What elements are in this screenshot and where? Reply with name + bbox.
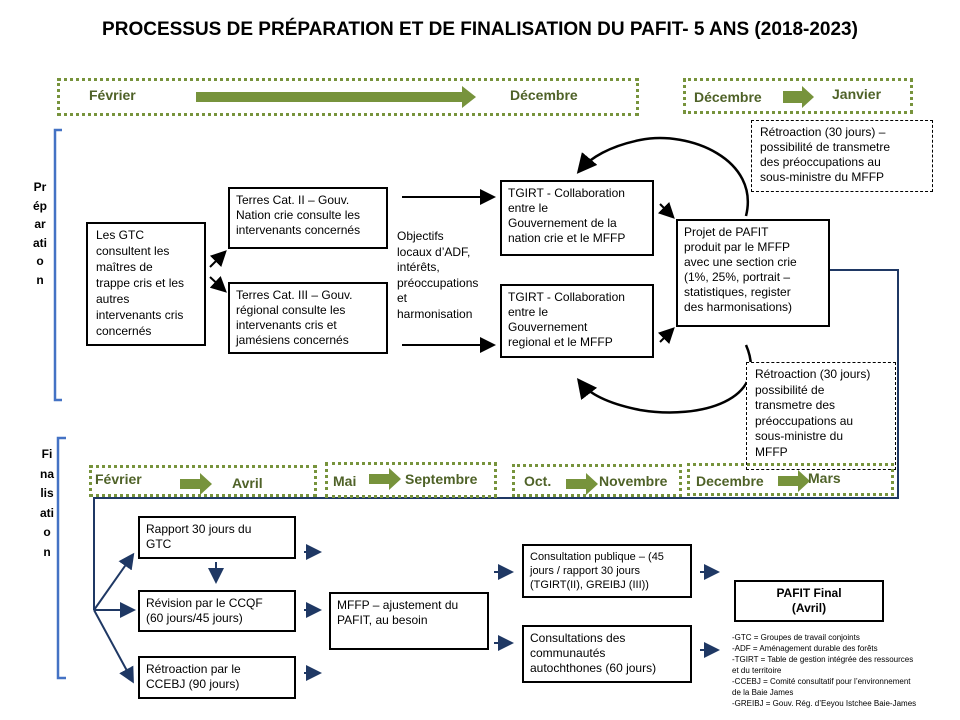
cat2-nation-crie-box: Terres Cat. II – Gouv. Nation crie consu… bbox=[228, 187, 388, 249]
timeline-band-fin4 bbox=[687, 463, 894, 496]
timeline-arrow-fin2 bbox=[369, 468, 401, 490]
timeline-arrow-main bbox=[196, 86, 476, 108]
finalisation-bracket bbox=[56, 436, 66, 680]
rapport-gtc-box: Rapport 30 jours du GTC bbox=[138, 516, 296, 559]
feedback-curve-top bbox=[576, 136, 750, 217]
timeline-side-start: Décembre bbox=[694, 89, 762, 105]
pafit-final-box: PAFIT Final (Avril) bbox=[734, 580, 884, 622]
page-title: PROCESSUS DE PRÉPARATION ET DE FINALISAT… bbox=[102, 19, 858, 40]
link-projet-to-finalisation bbox=[93, 269, 899, 610]
preparation-side-label: Préparation bbox=[33, 180, 48, 287]
consultation-publique-box: Consultation publique – (45 jours / rapp… bbox=[522, 544, 692, 598]
fan-to-retroaction bbox=[93, 609, 134, 684]
timeline-band-fin3 bbox=[512, 464, 682, 497]
timeline-side-end: Janvier bbox=[832, 86, 882, 102]
timeline-arrows bbox=[180, 86, 814, 495]
gtc-consultation-box: Les GTC consultent les maîtres de trappe… bbox=[86, 222, 206, 346]
arrow-gtc-to-cat3 bbox=[209, 275, 227, 293]
timeline-arrow-side bbox=[783, 86, 814, 108]
cat3-gouv-regional-box: Terres Cat. III – Gouv. régional consult… bbox=[228, 282, 388, 354]
timeline-fin1-start: Février bbox=[95, 471, 142, 487]
arrow-gtc-to-cat2 bbox=[209, 250, 227, 268]
timeline-arrow-fin1 bbox=[180, 473, 212, 495]
feedback-bottom-box: Rétroaction (30 jours) possibilité de tr… bbox=[746, 362, 896, 470]
timeline-fin4-end: Mars bbox=[808, 470, 841, 486]
timeline-band-fin2 bbox=[325, 462, 497, 498]
glossary: -GTC = Groupes de travail conjoints -ADF… bbox=[732, 633, 917, 708]
arrow-tgirt-regional-to-projet bbox=[657, 327, 675, 345]
timeline-fin2-start: Mai bbox=[333, 473, 357, 489]
fan-to-rapport bbox=[93, 552, 135, 611]
timeline-band-main bbox=[57, 78, 639, 116]
feedback-top-box: Rétroaction (30 jours) – possibilité de … bbox=[751, 120, 933, 192]
finalisation-side-label: Finalisation bbox=[40, 447, 55, 559]
timeline-fin4-start: Decembre bbox=[696, 473, 764, 489]
timeline-arrow-fin3 bbox=[566, 473, 598, 495]
arrow-tgirt-nation-to-projet bbox=[657, 201, 675, 219]
revision-ccqf-box: Révision par le CCQF (60 jours/45 jours) bbox=[138, 590, 296, 632]
objectives-text: Objectifs locaux d’ADF, intérêts, préocc… bbox=[397, 229, 479, 321]
timeline-band-fin1 bbox=[89, 465, 317, 497]
timeline-fin3-end: Novembre bbox=[599, 473, 668, 489]
consultation-autochtones-box: Consultations des communautés autochthon… bbox=[522, 625, 692, 683]
tgirt-regional-box: TGIRT - Collaboration entre le Gouvernem… bbox=[500, 284, 654, 358]
mffp-ajustement-box: MFFP – ajustement du PAFIT, au besoin bbox=[329, 592, 489, 650]
preparation-bracket bbox=[53, 128, 62, 402]
timeline-fin2-end: Septembre bbox=[405, 471, 478, 487]
tgirt-nation-box: TGIRT - Collaboration entre le Gouvernem… bbox=[500, 180, 654, 256]
timeline-fin3-start: Oct. bbox=[524, 473, 552, 489]
timeline-fin1-end: Avril bbox=[232, 475, 263, 491]
timeline-arrow-fin4 bbox=[778, 470, 810, 492]
timeline-main-start: Février bbox=[89, 87, 136, 103]
timeline-band-side bbox=[683, 78, 913, 114]
projet-pafit-box: Projet de PAFIT produit par le MFFP avec… bbox=[676, 219, 830, 327]
timeline-main-end: Décembre bbox=[510, 87, 578, 103]
retroaction-ccebj-box: Rétroaction par le CCEBJ (90 jours) bbox=[138, 656, 296, 699]
